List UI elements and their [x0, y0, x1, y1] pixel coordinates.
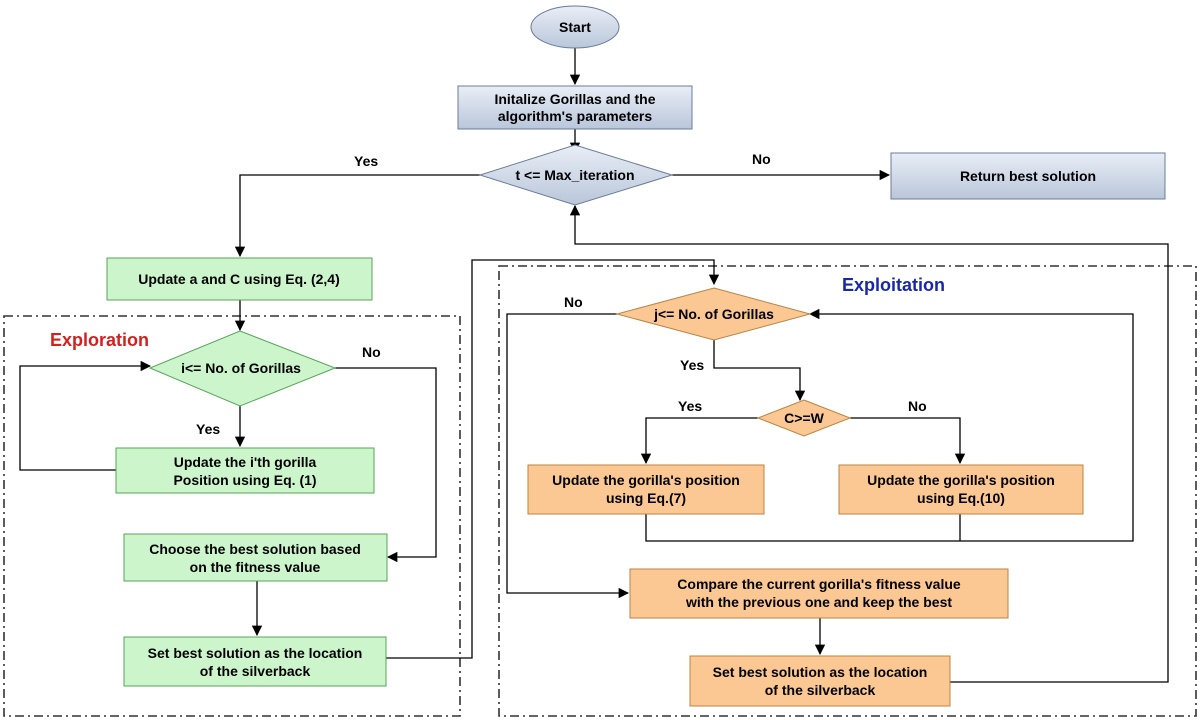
- edges: [19, 48, 1169, 683]
- update-eq7-text-2: using Eq.(7): [606, 490, 686, 506]
- update-i-node: Update the i'th gorilla Position using E…: [115, 447, 375, 494]
- init-text-1: Initalize Gorillas and the: [494, 91, 655, 107]
- update-i-text-1: Update the i'th gorilla: [174, 454, 317, 470]
- max-yes-label: Yes: [354, 153, 378, 169]
- edge-jcheck-no: [506, 313, 630, 599]
- update-i-text-2: Position using Eq. (1): [173, 472, 316, 488]
- return-best-node: Return best solution: [890, 152, 1166, 200]
- exploitation-label: Exploitation: [842, 275, 945, 295]
- update-ac-text: Update a and C using Eq. (2,4): [138, 271, 339, 287]
- update-eq10-text-1: Update the gorilla's position: [867, 472, 1055, 488]
- init-text-2: algorithm's parameters: [498, 108, 652, 124]
- return-best-text: Return best solution: [960, 168, 1096, 184]
- edge-loop-j: [645, 308, 1134, 542]
- init-node: Initalize Gorillas and the algorithm's p…: [457, 85, 693, 130]
- j-no-label: No: [564, 294, 583, 310]
- choose-best-text-2: on the fitness value: [190, 559, 321, 575]
- start-node: Start: [530, 5, 620, 49]
- update-eq10-text-2: using Eq.(10): [917, 490, 1005, 506]
- i-no-label: No: [362, 344, 381, 360]
- update-eq10-node: Update the gorilla's position using Eq.(…: [838, 464, 1084, 515]
- j-check-text: j<= No. of Gorillas: [653, 306, 774, 322]
- edge-cw-yes: [640, 417, 758, 465]
- max-iter-node: t <= Max_iteration: [478, 144, 674, 206]
- cw-check-node: C>=W: [756, 399, 852, 437]
- set-best-right-node: Set best solution as the location of the…: [689, 655, 951, 707]
- exploration-frame: [3, 315, 461, 717]
- compare-text-2: with the previous one and keep the best: [685, 594, 952, 610]
- edge-return-to-maxiter: [569, 204, 1169, 683]
- compare-text-1: Compare the current gorilla's fitness va…: [677, 576, 961, 592]
- i-check-text: i<= No. of Gorillas: [181, 360, 301, 376]
- choose-best-text-1: Choose the best solution based: [149, 541, 361, 557]
- edge-jcheck-yes: [713, 336, 806, 402]
- start-text: Start: [559, 19, 591, 35]
- set-best-left-node: Set best solution as the location of the…: [123, 636, 387, 687]
- exploration-label: Exploration: [50, 330, 149, 350]
- i-yes-label: Yes: [196, 421, 220, 437]
- j-yes-label: Yes: [680, 357, 704, 373]
- edge-cw-no: [850, 417, 966, 465]
- cw-check-text: C>=W: [784, 410, 824, 426]
- update-ac-node: Update a and C using Eq. (2,4): [106, 257, 373, 301]
- max-iter-text: t <= Max_iteration: [515, 167, 634, 183]
- edge-maxiter-yes: [234, 174, 480, 258]
- i-check-node: i<= No. of Gorillas: [148, 330, 337, 407]
- set-best-left-text-1: Set best solution as the location: [148, 645, 363, 661]
- compare-node: Compare the current gorilla's fitness va…: [629, 568, 1009, 619]
- edge-loop-i: [19, 360, 152, 471]
- max-no-label: No: [752, 151, 771, 167]
- choose-best-node: Choose the best solution based on the fi…: [123, 533, 388, 582]
- edge-icheck-no: [335, 367, 437, 563]
- set-best-right-text-2: of the silverback: [765, 682, 876, 698]
- edge-left-to-exploitation: [385, 259, 720, 659]
- cw-no-label: No: [908, 398, 927, 414]
- cw-yes-label: Yes: [678, 398, 702, 414]
- set-best-left-text-2: of the silverback: [200, 663, 311, 679]
- update-eq7-text-1: Update the gorilla's position: [552, 472, 740, 488]
- j-check-node: j<= No. of Gorillas: [615, 287, 812, 341]
- exploitation-frame: [498, 265, 1197, 717]
- update-eq7-node: Update the gorilla's position using Eq.(…: [527, 464, 765, 515]
- set-best-right-text-1: Set best solution as the location: [713, 664, 928, 680]
